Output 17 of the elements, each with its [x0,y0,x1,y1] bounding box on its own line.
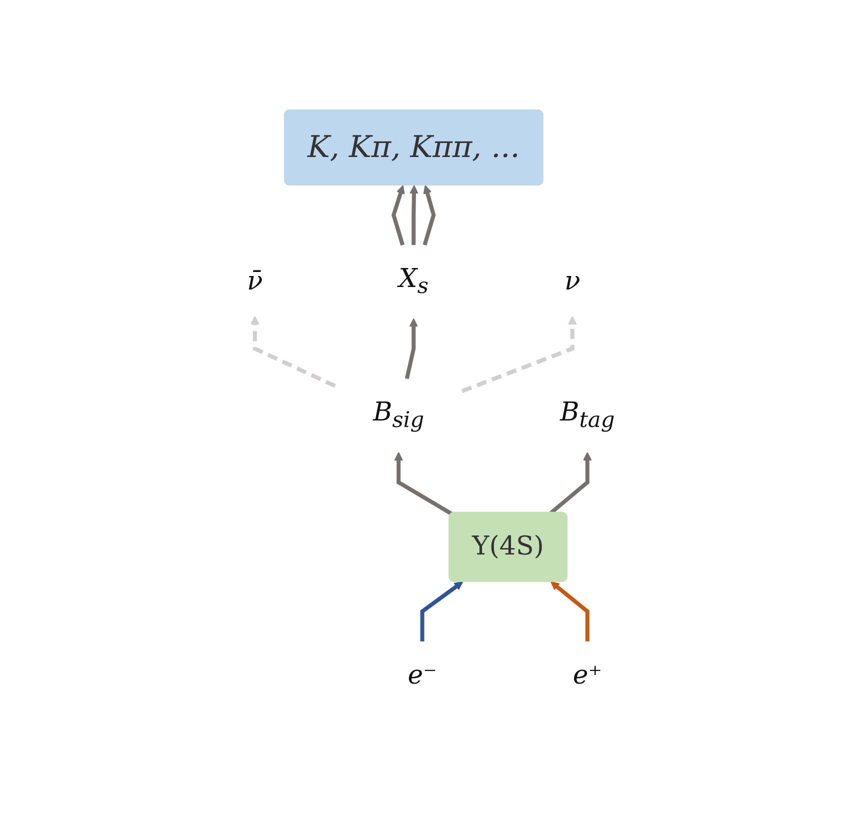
arrow [461,316,576,393]
arrow [394,452,452,516]
arrow [391,184,404,246]
node-text: ν [564,266,580,296]
arrow [420,581,463,642]
node-text: X$_{s}$ [398,264,428,299]
arrow [550,581,590,642]
arrow [250,316,336,388]
node-text: e⁺ [572,660,602,690]
arrow [549,452,592,514]
node-text: ν̄ [246,266,262,296]
arrow [404,318,418,379]
arrow [409,184,418,245]
node-text: e⁻ [407,660,436,690]
node-text: B$_{sig}$ [372,397,424,433]
arrow [422,184,436,246]
node-text: B$_{tag}$ [560,397,614,433]
